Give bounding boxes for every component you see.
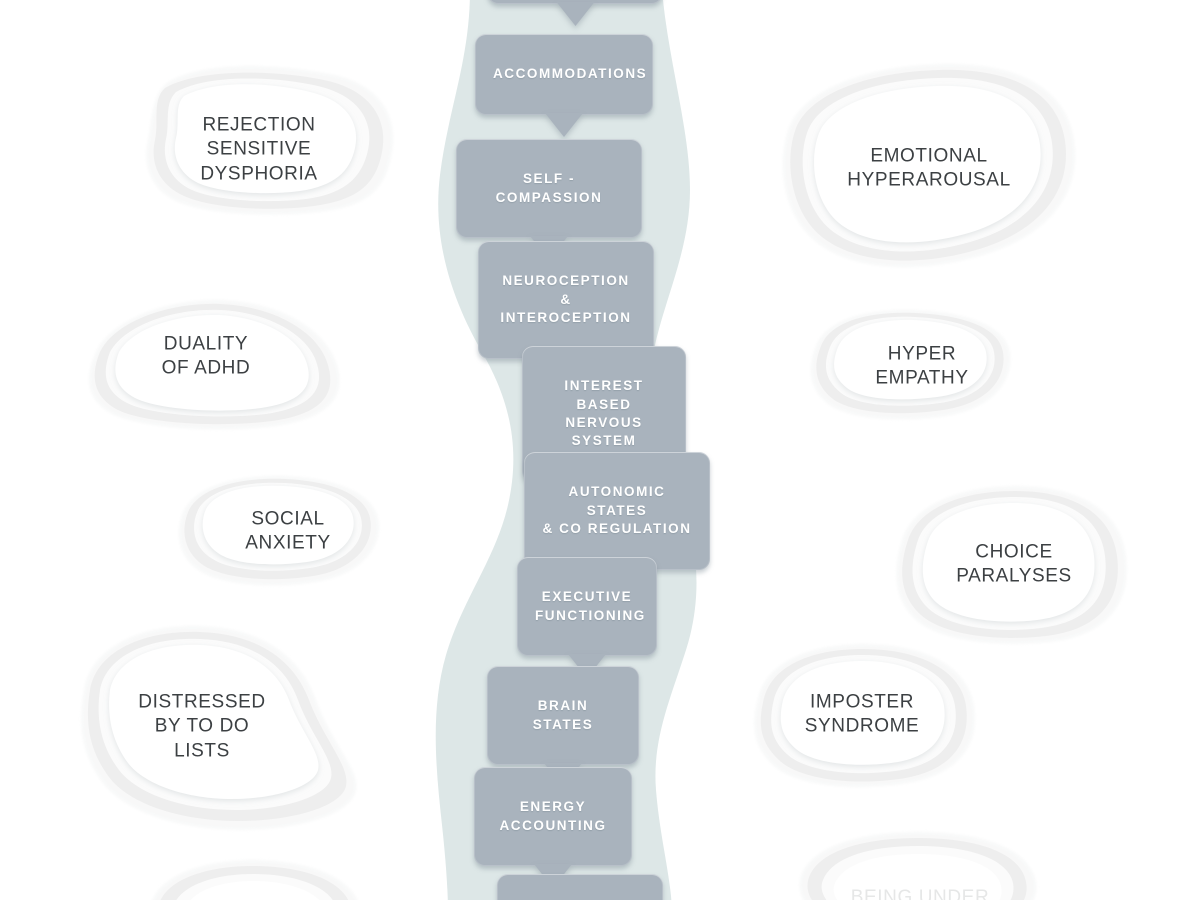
flow-node-energy-accounting-label: ENERGY ACCOUNTING <box>499 799 607 833</box>
flow-node-self-compassion[interactable]: SELF - COMPASSION <box>456 139 642 261</box>
blob-choice-paralyses <box>896 486 1127 644</box>
flow-node-neuroception-interoception-box[interactable]: NEUROCEPTION & INTEROCEPTION <box>478 241 654 381</box>
blob-social-anxiety <box>178 475 380 586</box>
flow-node-autonomic-states-co-regulation-box[interactable]: AUTONOMIC STATES & CO REGULATION <box>524 452 710 592</box>
flow-node-executive-functioning-box[interactable]: EXECUTIVE FUNCTIONING <box>517 557 657 679</box>
flow-node-executive-functioning-label: EXECUTIVE FUNCTIONING <box>535 589 646 623</box>
flow-node-accommodations[interactable]: ACCOMMODATIONS <box>475 34 653 138</box>
flow-node-self-compassion-label: SELF - COMPASSION <box>495 171 603 205</box>
flow-node-interest-based-nervous-system-label: INTEREST BASED NERVOUS SYSTEM <box>564 378 644 449</box>
blob-emotional-hyperarousal <box>782 63 1076 268</box>
flow-node-neuroception-interoception-label: NEUROCEPTION & INTEROCEPTION <box>500 273 632 326</box>
blob-distressed-by-to-do-lists <box>81 625 357 830</box>
flow-node-cut-bottom-box[interactable] <box>497 874 663 900</box>
flow-node-cut-bottom[interactable] <box>497 874 663 900</box>
blob-left-bottom-cut <box>152 860 358 900</box>
flow-node-brain-states-box[interactable]: BRAIN STATES <box>487 666 639 788</box>
flow-node-accommodations-box[interactable]: ACCOMMODATIONS <box>475 34 653 138</box>
flow-node-self-compassion-box[interactable]: SELF - COMPASSION <box>456 139 642 261</box>
flow-node-energy-accounting-box[interactable]: ENERGY ACCOUNTING <box>474 767 632 889</box>
flow-node-accommodations-arrow <box>545 113 583 138</box>
flow-node-brain-states[interactable]: BRAIN STATES <box>487 666 639 788</box>
blob-imposter-syndrome <box>754 644 975 788</box>
blob-hyper-empathy <box>810 309 1011 420</box>
flow-node-energy-accounting[interactable]: ENERGY ACCOUNTING <box>474 767 632 889</box>
flow-node-autonomic-states-co-regulation-label: AUTONOMIC STATES & CO REGULATION <box>542 484 692 537</box>
blob-duality-of-adhd <box>88 299 340 430</box>
flow-node-cut-top-box[interactable] <box>487 0 663 26</box>
flow-node-autonomic-states-co-regulation[interactable]: AUTONOMIC STATES & CO REGULATION <box>524 452 710 592</box>
flow-node-neuroception-interoception[interactable]: NEUROCEPTION & INTEROCEPTION <box>478 241 654 381</box>
blob-rejection-sensitive-dysphoria <box>146 65 394 215</box>
flow-node-cut-top-arrow <box>556 2 594 26</box>
flow-node-brain-states-label: BRAIN STATES <box>532 698 594 732</box>
flow-node-accommodations-label: ACCOMMODATIONS <box>493 66 648 82</box>
flow-node-cut-top[interactable] <box>487 0 663 26</box>
blob-being-under-cut <box>799 832 1037 900</box>
flow-node-executive-functioning[interactable]: EXECUTIVE FUNCTIONING <box>517 557 657 679</box>
